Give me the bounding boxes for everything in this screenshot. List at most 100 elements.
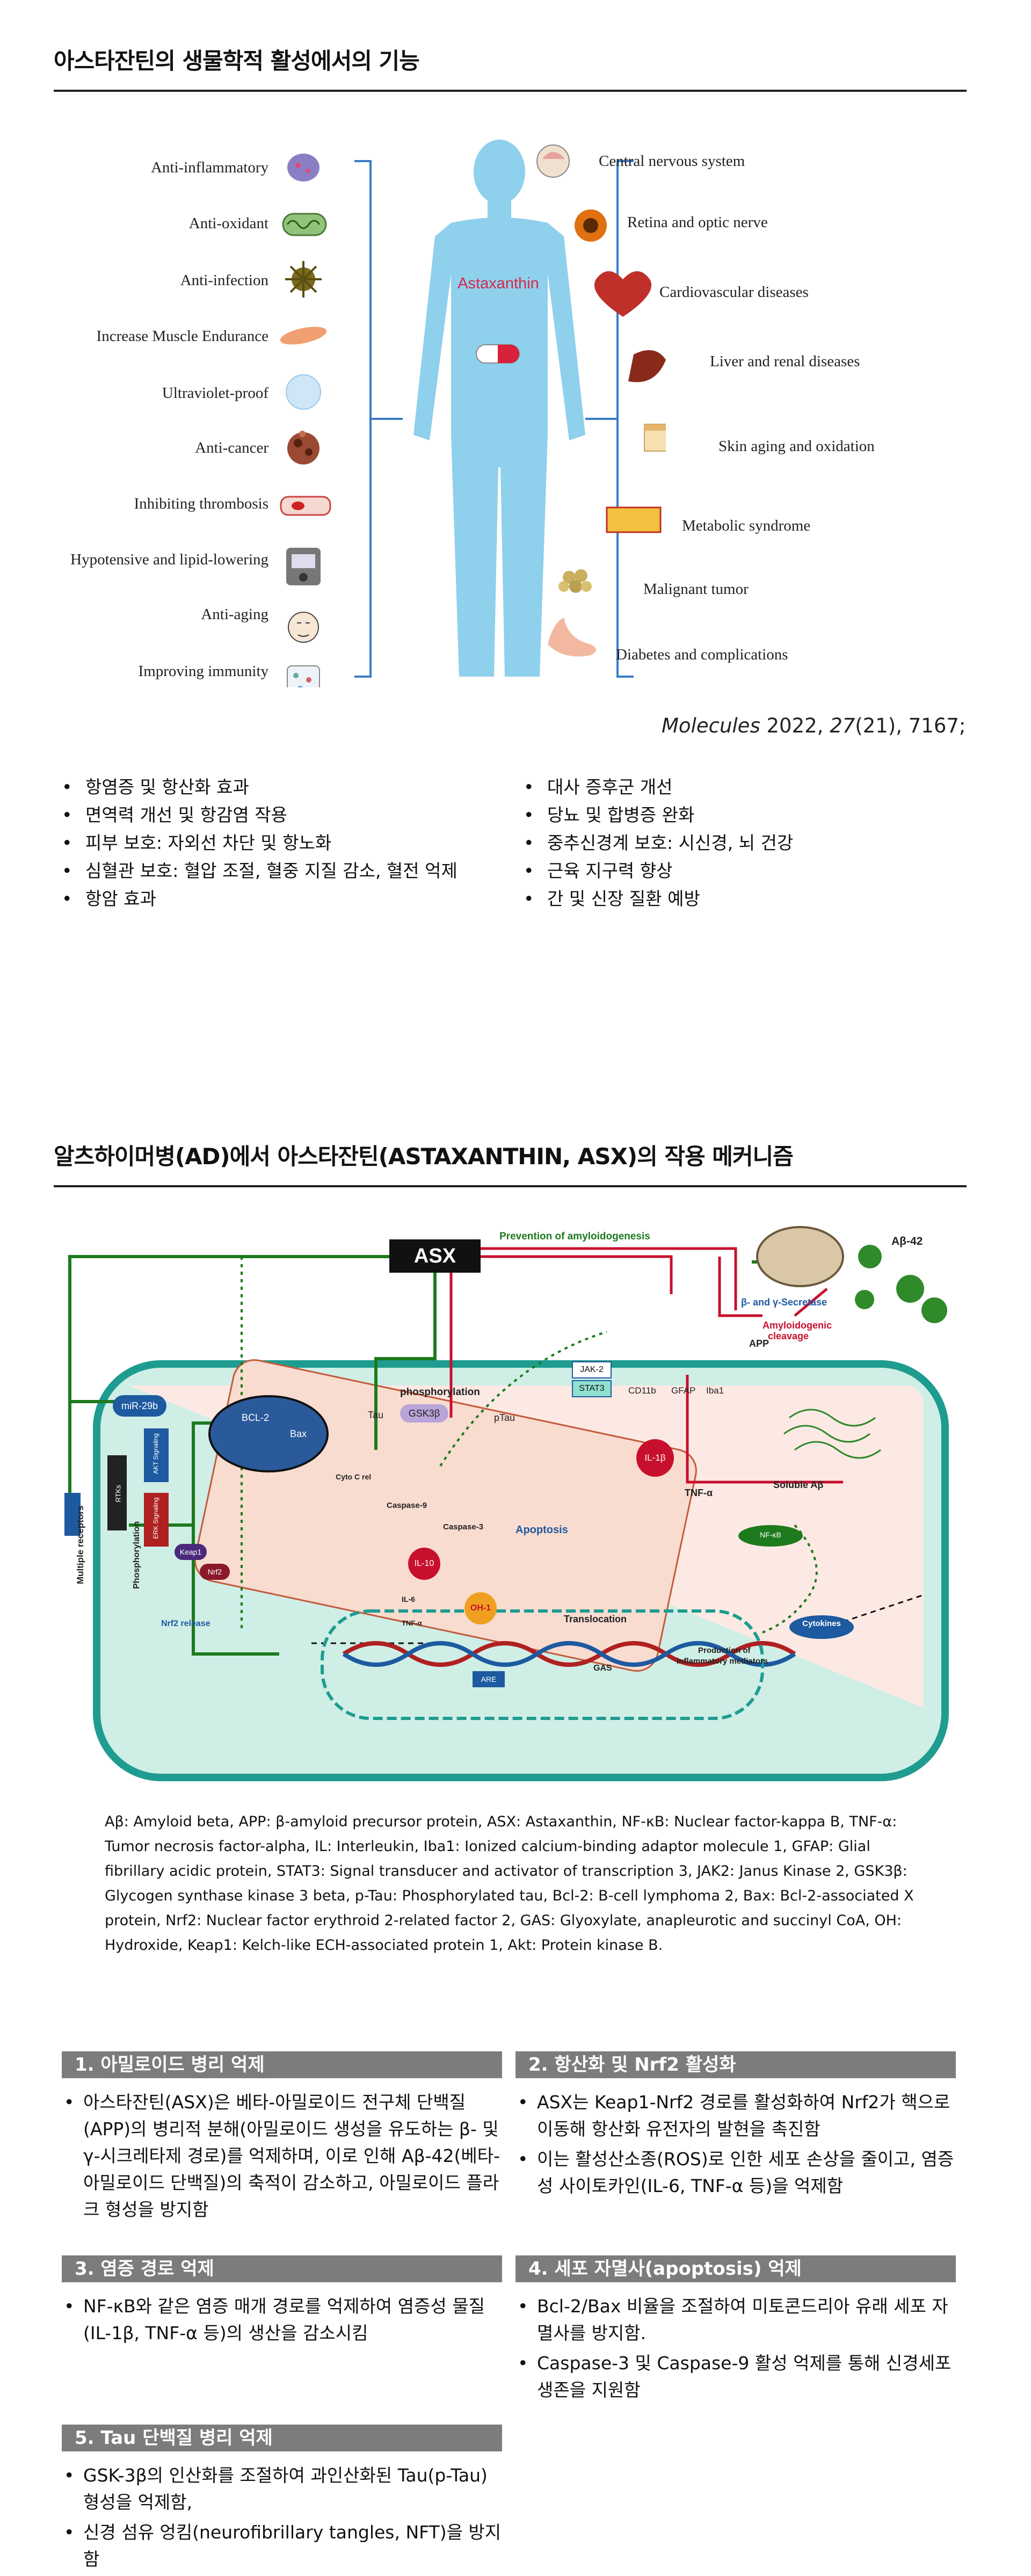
abbreviation-glossary: Aβ: Amyloid beta, APP: β-amyloid precurs… — [105, 1813, 914, 1954]
section2-title: 알츠하이머병(AD)에서 아스타잔틴(ASTAXANTHIN, ASX)의 작용… — [54, 1138, 967, 1187]
uv-shield-icon — [286, 374, 321, 410]
list-item: 항염증 및 항산화 효과 — [62, 773, 502, 801]
bracket-lines-right — [585, 160, 634, 678]
cytoc-label: Cyto C rel — [336, 1472, 372, 1481]
left-icons — [280, 154, 331, 687]
caspase9-label: Caspase-9 — [387, 1501, 427, 1510]
jak2-node: JAK-2 — [572, 1361, 612, 1378]
liver-icon — [628, 350, 666, 382]
gsk3b-node: GSK3β — [400, 1404, 448, 1423]
gas-label: GAS — [593, 1664, 612, 1673]
list-item: 피부 보호: 자외선 차단 및 항노화 — [62, 829, 502, 857]
elderly-face-icon — [288, 612, 319, 643]
right-label-2: Cardiovascular diseases — [659, 284, 809, 301]
box2-header: 2. 항산화 및 Nrf2 활성화 — [516, 2051, 956, 2078]
human-body-silhouette — [413, 140, 585, 677]
foot-icon — [548, 618, 596, 657]
benefits-list-left: 항염증 및 항산화 효과 면역력 개선 및 항감염 작용 피부 보호: 자외선 … — [62, 773, 502, 913]
box5-header: 5. Tau 단백질 병리 억제 — [62, 2425, 502, 2451]
left-label-7: Hypotensive and lipid-lowering — [70, 551, 268, 568]
left-label-3: Increase Muscle Endurance — [96, 328, 268, 345]
multiple-receptors-label: Multiple receptors — [75, 1505, 85, 1584]
astaxanthin-label: Astaxanthin — [458, 275, 539, 292]
list-item: 대사 증후군 개선 — [524, 773, 953, 801]
right-icons — [536, 144, 666, 657]
asx-label: ASX — [413, 1245, 456, 1267]
list-item: 아스타잔틴(ASX)은 베타-아밀로이드 전구체 단백질 (APP)의 병리적 … — [62, 2089, 502, 2223]
right-label-0: Central nervous system — [599, 153, 745, 170]
bracket-lines — [354, 160, 403, 678]
box5-list: GSK-3β의 인산화를 조절하여 과인산화된 Tau(p-Tau) 형성을 억… — [62, 2462, 502, 2576]
nrf2-release-label: Nrf2 release — [161, 1619, 210, 1628]
list-item: ASX는 Keap1-Nrf2 경로를 활성화하여 Nrf2가 핵으로 이동해 … — [516, 2089, 956, 2143]
citation-volume: 27 — [830, 714, 855, 737]
list-item: 항암 효과 — [62, 885, 502, 913]
box1-list: 아스타잔틴(ASX)은 베타-아밀로이드 전구체 단백질 (APP)의 병리적 … — [62, 2089, 502, 2226]
erk-label: ERK Signaling — [152, 1497, 159, 1539]
section1-title: 아스타잔틴의 생물학적 활성에서의 기능 — [54, 43, 967, 92]
citation: Molecules 2022, 27(21), 7167; — [662, 714, 965, 737]
phosphorylation-vertical-label: Phosphorylation — [132, 1521, 141, 1589]
virus-icon — [285, 261, 322, 297]
brain-head-icon — [536, 144, 570, 178]
citation-year: 2022, — [766, 714, 824, 737]
left-label-0: Anti-inflammatory — [150, 159, 268, 176]
nfkb-node: NF-κB — [760, 1530, 781, 1539]
left-label-1: Anti-oxidant — [188, 215, 268, 232]
box4-list: Bcl-2/Bax 비율을 조절하여 미토콘드리아 유래 세포 자멸사를 방지함… — [516, 2293, 956, 2407]
box4-header: 4. 세포 자멸사(apoptosis) 억제 — [516, 2255, 956, 2282]
secretase-label: β- and γ-Secretase — [741, 1297, 827, 1308]
il6-label: IL-6 — [402, 1595, 415, 1603]
right-label-5: Metabolic syndrome — [682, 517, 811, 534]
bacteria-icon — [287, 154, 320, 182]
tnfa-label: TNF-α — [685, 1487, 713, 1498]
list-item: 신경 섬유 엉킴(neurofibrillary tangles, NFT)을 … — [62, 2519, 502, 2573]
mir29b-node: miR-29b — [113, 1395, 166, 1417]
skin-layer-icon — [644, 424, 666, 452]
prevention-label: Prevention of amyloidogenesis — [499, 1231, 650, 1242]
left-label-8: Anti-aging — [201, 606, 268, 623]
box3-header: 3. 염증 경로 억제 — [62, 2255, 502, 2282]
heart-icon — [594, 271, 652, 317]
left-label-2: Anti-infection — [180, 272, 268, 289]
box1-header: 1. 아밀로이드 병리 억제 — [62, 2051, 502, 2078]
keap1-node: Keap1 — [175, 1544, 207, 1560]
left-label-4: Ultraviolet-proof — [162, 384, 268, 402]
list-item: 근육 지구력 향상 — [524, 857, 953, 885]
cleavage-label: cleavage — [768, 1331, 809, 1341]
abeta42-label: Aβ-42 — [891, 1235, 923, 1247]
ptau-label: pTau — [494, 1412, 516, 1423]
stat3-node: STAT3 — [572, 1380, 612, 1397]
list-item: Caspase-3 및 Caspase-9 활성 억제를 통해 신경세포 생존을… — [516, 2350, 956, 2404]
adipose-icon — [606, 506, 662, 533]
citation-rest: (21), 7167; — [855, 714, 966, 737]
amyloidogenic-label: Amyloidogenic — [763, 1320, 832, 1331]
app-label: APP — [749, 1338, 769, 1349]
rtks-label: RTKs — [114, 1485, 122, 1503]
caspase3-label: Caspase-3 — [443, 1522, 484, 1532]
translocation-label: Translocation — [564, 1614, 627, 1624]
benefits-list-right: 대사 증후군 개선 당뇨 및 합병증 완화 중추신경계 보호: 시신경, 뇌 건… — [524, 773, 953, 913]
akt-label: AKT Signaling — [152, 1433, 159, 1474]
list-item: 면역력 개선 및 항감염 작용 — [62, 801, 502, 829]
il10-node: IL-10 — [408, 1548, 440, 1580]
blood-pressure-monitor-icon — [286, 548, 321, 585]
left-label-5: Anti-cancer — [195, 439, 268, 456]
right-label-4: Skin aging and oxidation — [718, 438, 875, 455]
box3-list: NF-κB와 같은 염증 매개 경로를 억제하여 염증성 물질(IL-1β, T… — [62, 2293, 502, 2350]
il1b-node: IL-1β — [636, 1439, 674, 1477]
apoptosis-label: Apoptosis — [516, 1524, 568, 1536]
eye-icon — [575, 209, 607, 242]
phosphorylation-label: phosphorylation — [400, 1387, 480, 1398]
bcl2-label: BCL-2 — [242, 1412, 270, 1423]
cytokines-label: Cytokines — [802, 1619, 841, 1628]
diagram-canvas — [64, 1226, 949, 1781]
iba1-label: Iba1 — [706, 1385, 724, 1396]
soluble-abeta-label: Soluble Aβ — [773, 1479, 824, 1490]
list-item: 당뇨 및 합병증 완화 — [524, 801, 953, 829]
list-item: Bcl-2/Bax 비율을 조절하여 미토콘드리아 유래 세포 자멸사를 방지함… — [516, 2293, 956, 2347]
production-label: Production of — [698, 1646, 751, 1655]
muscle-icon — [280, 326, 327, 345]
immune-cells-icon — [287, 665, 320, 687]
left-label-9: Improving immunity — [138, 663, 268, 680]
